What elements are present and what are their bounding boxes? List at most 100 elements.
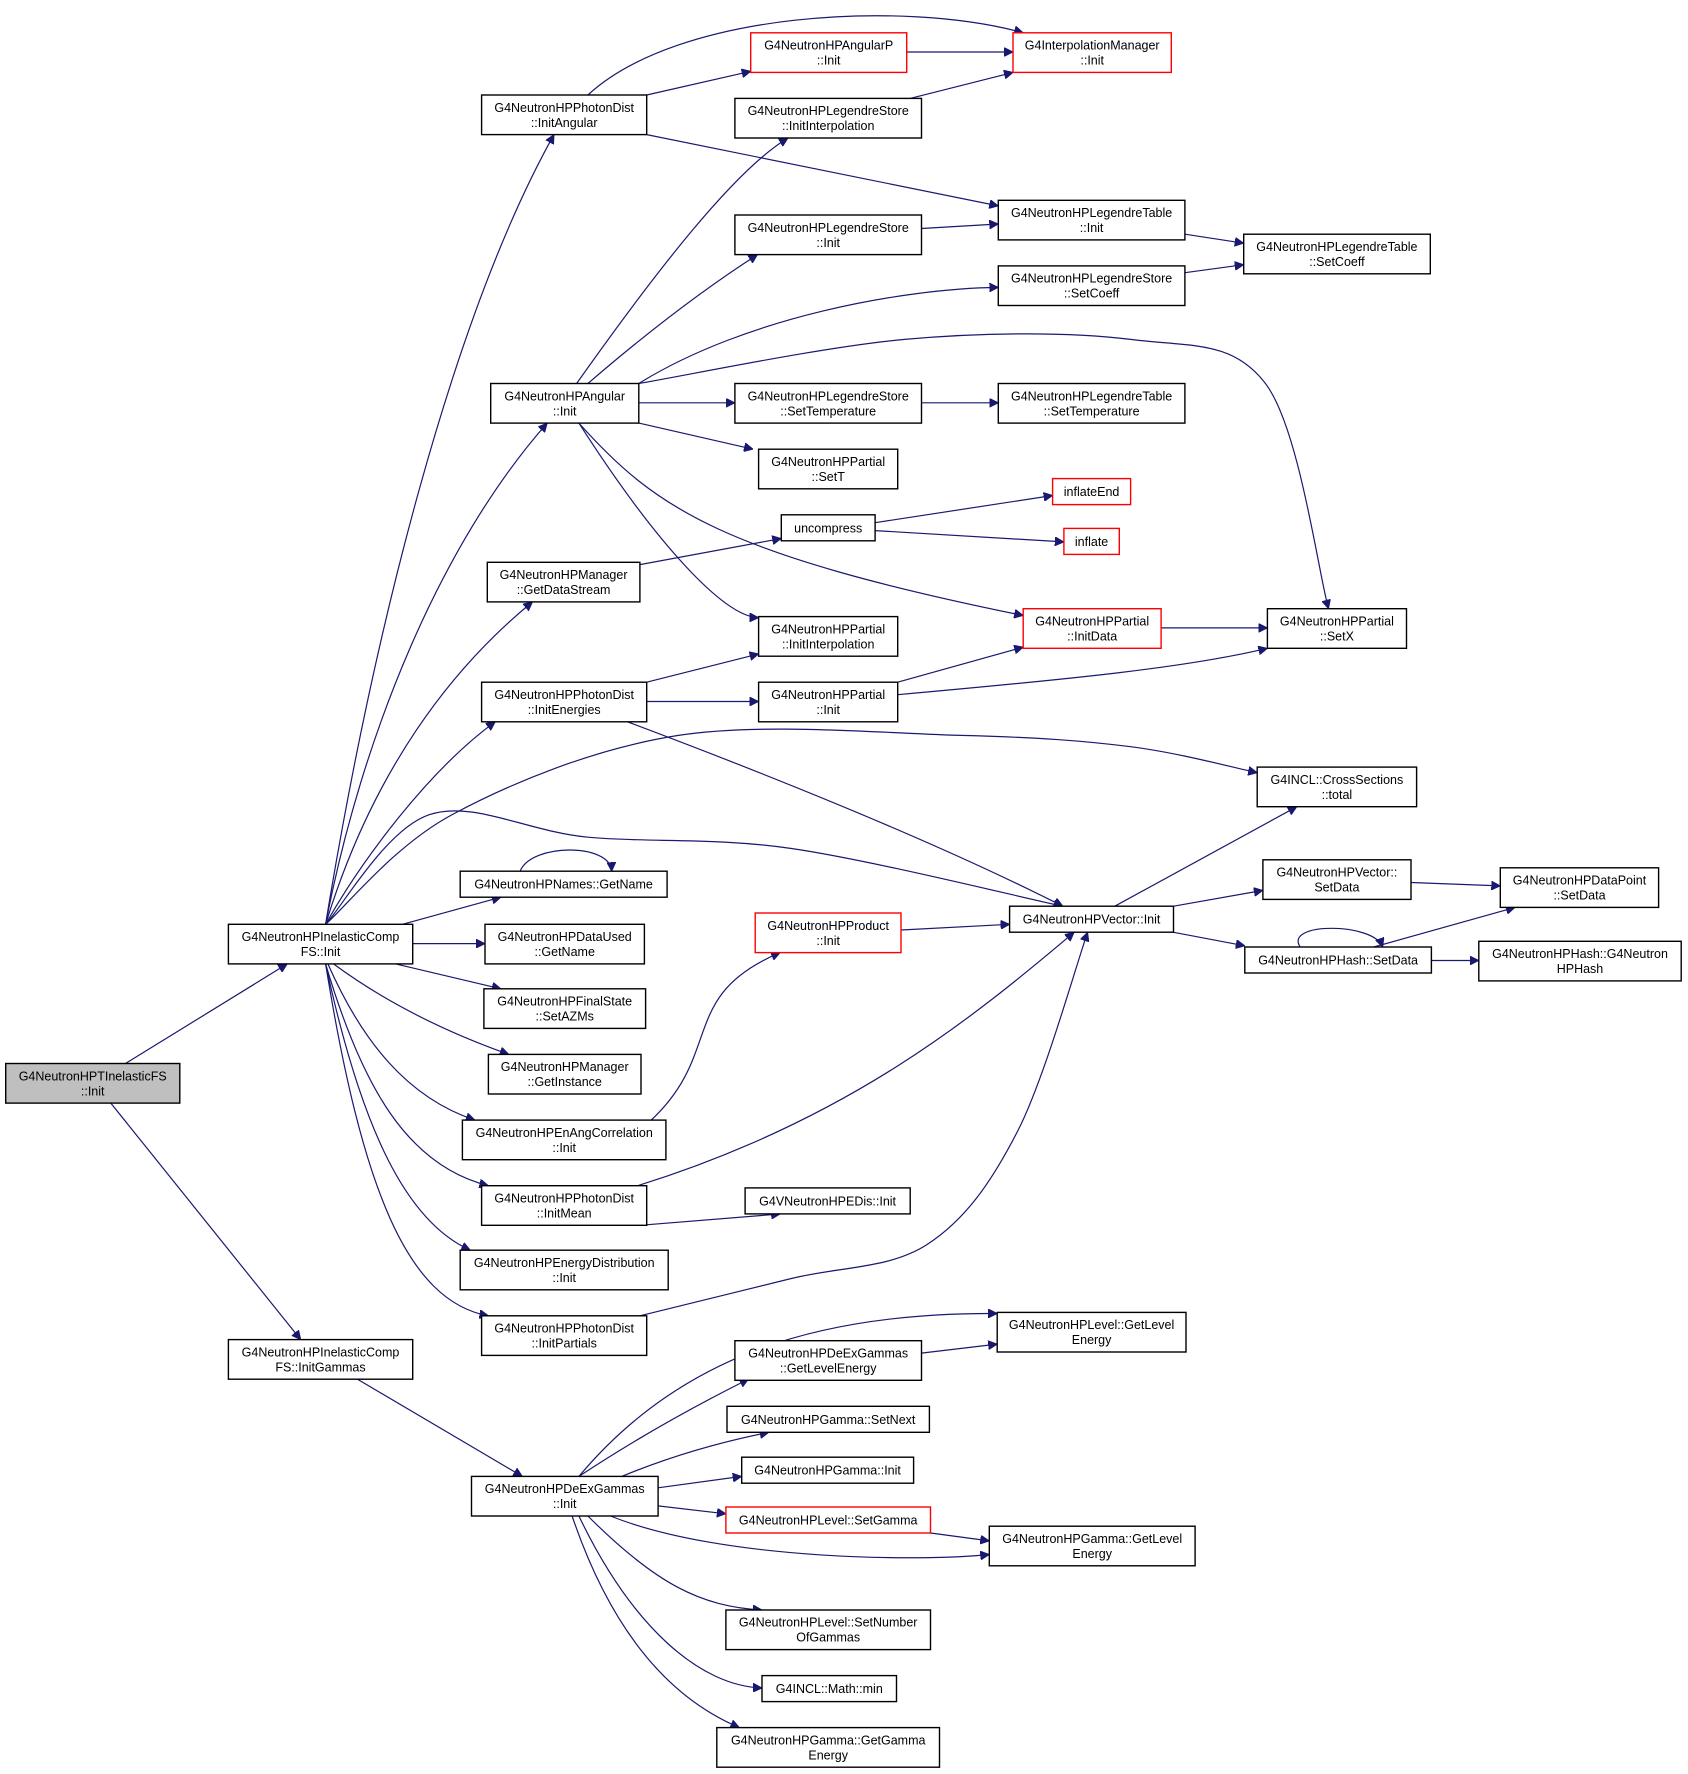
node-box [1262,859,1412,901]
node-label-line: ::InitData [1067,630,1117,644]
node-label-line: ::SetT [812,470,846,484]
node-vedis-init[interactable]: G4VNeutronHPEDis::Init [744,1187,911,1215]
node-mgr-getdatastream[interactable]: G4NeutronHPManager::GetDataStream [486,561,641,603]
node-box [1478,940,1682,982]
node-label-line: inflateEnd [1064,485,1120,499]
node-label-line: G4NeutronHPLegendreTable [1256,240,1417,254]
node-partial-initinterp[interactable]: G4NeutronHPPartial::InitInterpolation [757,615,899,657]
node-interp-init[interactable]: G4InterpolationManager::Init [1012,32,1173,74]
node-hash-setdata[interactable]: G4NeutronHPHash::SetData [1244,946,1433,974]
edge-icfs_init-to-ed_init [325,963,471,1250]
node-label-line: ::Init [552,1271,576,1285]
node-box [480,1184,648,1226]
node-label-line: ::SetCoeff [1064,287,1120,301]
node-partial-setx[interactable]: G4NeutronHPPartial::SetX [1266,608,1408,650]
node-root[interactable]: G4NeutronHPTInelasticFS::Init [4,1062,181,1104]
node-label-line: G4NeutronHPAngularP [764,39,893,53]
node-pd-initangular[interactable]: G4NeutronHPPhotonDist::InitAngular [480,94,648,136]
node-gamma-init[interactable]: G4NeutronHPGamma::Init [741,1456,915,1484]
node-names-getname[interactable]: G4NeutronHPNames::GetName [459,870,668,898]
edge-angular_init-to-partial_setx [638,333,1329,609]
node-label-line: ::Init [816,934,840,948]
node-ls-setcoeff[interactable]: G4NeutronHPLegendreStore::SetCoeff [997,265,1186,307]
node-dex-getlevelenergy[interactable]: G4NeutronHPDeExGammas::GetLevelEnergy [734,1339,923,1381]
edge-angular_init-to-partial_sett [638,422,753,449]
node-pd-initenergies[interactable]: G4NeutronHPPhotonDist::InitEnergies [480,681,648,723]
edge-level_setgamma-to-gamma_getlevelenergy [930,1532,990,1541]
node-ls-initinterp[interactable]: G4NeutronHPLegendreStore::InitInterpolat… [734,97,923,139]
node-enang-init[interactable]: G4NeutronHPEnAngCorrelation::Init [461,1119,667,1161]
node-ls-init[interactable]: G4NeutronHPLegendreStore::Init [734,214,923,256]
edge-hash_setdata-to-hash_setdata [1297,927,1383,947]
node-box [490,382,640,424]
node-dex-init[interactable]: G4NeutronHPDeExGammas::Init [470,1475,659,1517]
node-ls-settemp[interactable]: G4NeutronHPLegendreStore::SetTemperature [734,382,923,424]
node-lt-init[interactable]: G4NeutronHPLegendreTable::Init [997,199,1186,241]
node-label-line: G4NeutronHPPartial [771,455,885,469]
node-label-line: G4NeutronHPEnergyDistribution [474,1256,655,1270]
node-gamma-getlevelenergy[interactable]: G4NeutronHPGamma::GetLevelEnergy [988,1525,1196,1567]
node-inflate[interactable]: inflate [1063,527,1121,556]
node-label-line: G4NeutronHPInelasticComp [242,930,400,944]
edge-partial_init-to-partial_initdata [897,647,1024,683]
node-label-line: G4NeutronHPManager [500,568,628,582]
node-datapoint-setdata[interactable]: G4NeutronHPDataPoint::SetData [1499,867,1660,909]
node-fs-setazms[interactable]: G4NeutronHPFinalState::SetAZMs [483,988,647,1030]
node-box [988,1525,1196,1567]
node-label-line: G4NeutronHPGamma::GetGamma [731,1733,926,1747]
node-partial-initdata[interactable]: G4NeutronHPPartial::InitData [1022,608,1162,650]
node-product-init[interactable]: G4NeutronHPProduct::Init [754,912,902,954]
node-label-line: G4NeutronHPGamma::SetNext [741,1413,916,1427]
node-label-line: G4NeutronHPLegendreTable [1011,389,1172,403]
node-label-line: G4NeutronHPLegendreTable [1011,206,1172,220]
node-pd-initpartials[interactable]: G4NeutronHPPhotonDist::InitPartials [480,1315,648,1357]
node-level-setgamma[interactable]: G4NeutronHPLevel::SetGamma [725,1506,932,1534]
node-partial-sett[interactable]: G4NeutronHPPartial::SetT [757,448,899,490]
node-box [734,214,923,256]
node-ed-init[interactable]: G4NeutronHPEnergyDistribution::Init [459,1249,669,1291]
node-label-line: G4NeutronHPProduct [767,919,889,933]
node-label-line: G4NeutronHPLegendreStore [748,104,909,118]
node-box [1022,608,1162,650]
edge-pd_initmean-to-vector_init [637,932,1074,1187]
node-lt-setcoeff[interactable]: G4NeutronHPLegendreTable::SetCoeff [1242,233,1431,275]
node-label-line: SetData [1314,881,1359,895]
node-label-line: G4NeutronHPLegendreStore [1011,272,1172,286]
node-box [227,1338,414,1380]
edge-hash_setdata-to-datapoint_setdata [1373,907,1515,948]
node-dataused-getname[interactable]: G4NeutronHPDataUsed::GetName [484,923,646,965]
node-inflateend[interactable]: inflateEnd [1051,477,1132,506]
edge-pd_initangular-to-interp_init [587,15,1023,96]
node-gamma-setnext[interactable]: G4NeutronHPGamma::SetNext [726,1405,931,1434]
node-vector-init[interactable]: G4NeutronHPVector::Init [1008,905,1175,933]
node-box [227,923,414,965]
node-label-line: ::Init [816,703,840,717]
node-label-line: G4NeutronHPPhotonDist [494,1192,634,1206]
node-vector-setdata[interactable]: G4NeutronHPVector::SetData [1262,859,1412,901]
edge-lt_init-to-lt_setcoeff [1184,233,1244,243]
node-label-line: G4NeutronHPFinalState [497,995,632,1009]
node-label-line: G4NeutronHPVector:: [1276,866,1397,880]
edge-dex_init-to-gamma_getlevelenergy [610,1515,990,1558]
node-angularp-init[interactable]: G4NeutronHPAngularP::Init [750,32,908,74]
node-pd-initmean[interactable]: G4NeutronHPPhotonDist::InitMean [480,1184,648,1226]
node-label-line: ::SetTemperature [1044,404,1140,418]
node-hash-ctor[interactable]: G4NeutronHPHash::G4NeutronHPHash [1478,940,1682,982]
node-level-getlevelenergy[interactable]: G4NeutronHPLevel::GetLevelEnergy [996,1311,1187,1353]
node-label-line: Energy [1072,1547,1112,1561]
node-uncompress[interactable]: uncompress [780,514,876,542]
node-mgr-getinstance[interactable]: G4NeutronHPManager::GetInstance [487,1053,642,1095]
node-math-min[interactable]: G4INCL::Math::min [761,1674,898,1703]
node-label-line: G4VNeutronHPEDis::Init [759,1195,896,1209]
node-partial-init[interactable]: G4NeutronHPPartial::Init [757,681,899,723]
node-label-line: ::InitInterpolation [782,637,874,651]
edge-dex_init-to-level_setnumberofgammas [587,1515,762,1610]
node-angular-init[interactable]: G4NeutronHPAngular::Init [490,382,640,424]
node-lt-settemp[interactable]: G4NeutronHPLegendreTable::SetTemperature [997,382,1186,424]
node-label-line: ::SetCoeff [1309,255,1365,269]
node-cs-total[interactable]: G4INCL::CrossSections::total [1256,766,1418,808]
